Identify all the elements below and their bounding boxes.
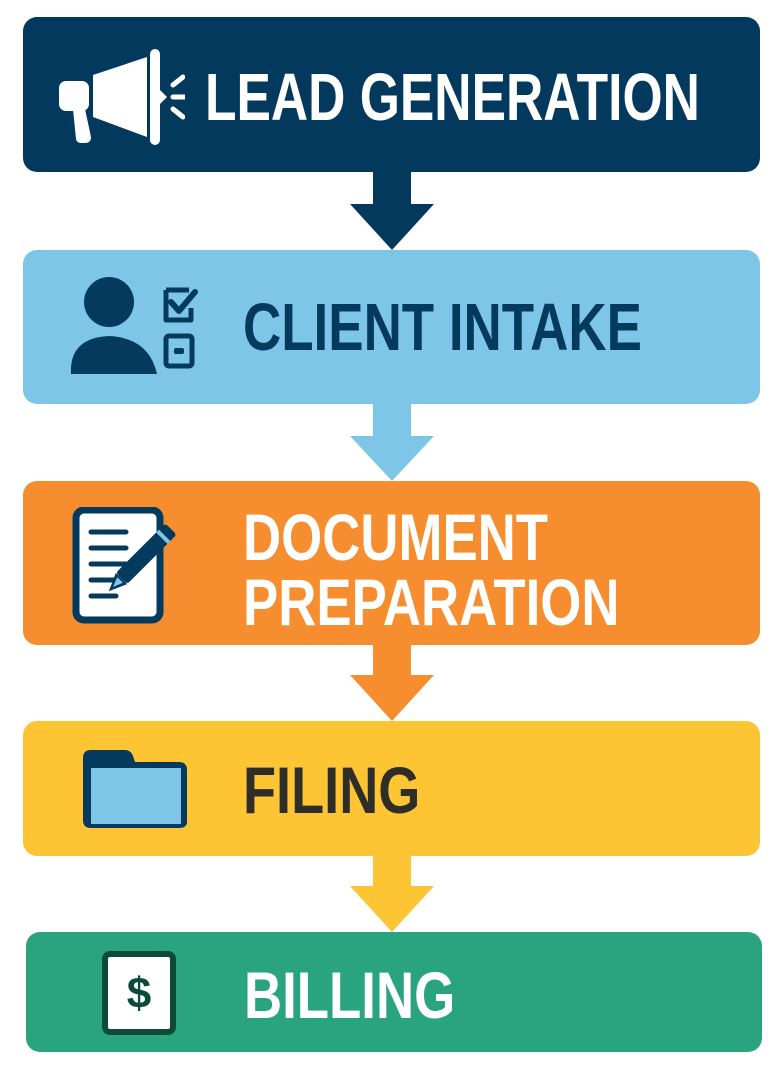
step-document-preparation: DOCUMENT PREPARATION xyxy=(23,481,760,645)
step-billing: $ BILLING xyxy=(26,932,762,1052)
user-checklist-icon xyxy=(70,277,198,374)
folder-icon xyxy=(83,750,187,828)
dollar-bill-icon: $ xyxy=(102,951,176,1035)
step-lead-generation: LEAD GENERATION xyxy=(23,17,760,172)
arrow-down-icon xyxy=(350,172,434,250)
arrow-down-icon xyxy=(350,856,434,932)
step-label: FILING xyxy=(243,753,421,827)
step-label-line2: PREPARATION xyxy=(243,565,620,639)
step-label-line1: DOCUMENT xyxy=(243,500,549,574)
step-label: LEAD GENERATION xyxy=(205,60,700,135)
step-client-intake: CLIENT INTAKE xyxy=(23,250,760,404)
svg-text:$: $ xyxy=(127,969,151,1018)
step-label: CLIENT INTAKE xyxy=(243,290,642,365)
arrow-down-icon xyxy=(350,645,434,721)
megaphone-icon xyxy=(59,49,185,145)
step-label: BILLING xyxy=(244,958,456,1032)
step-filing: FILING xyxy=(23,721,760,856)
document-pencil-icon xyxy=(72,507,176,624)
arrow-down-icon xyxy=(350,404,434,481)
